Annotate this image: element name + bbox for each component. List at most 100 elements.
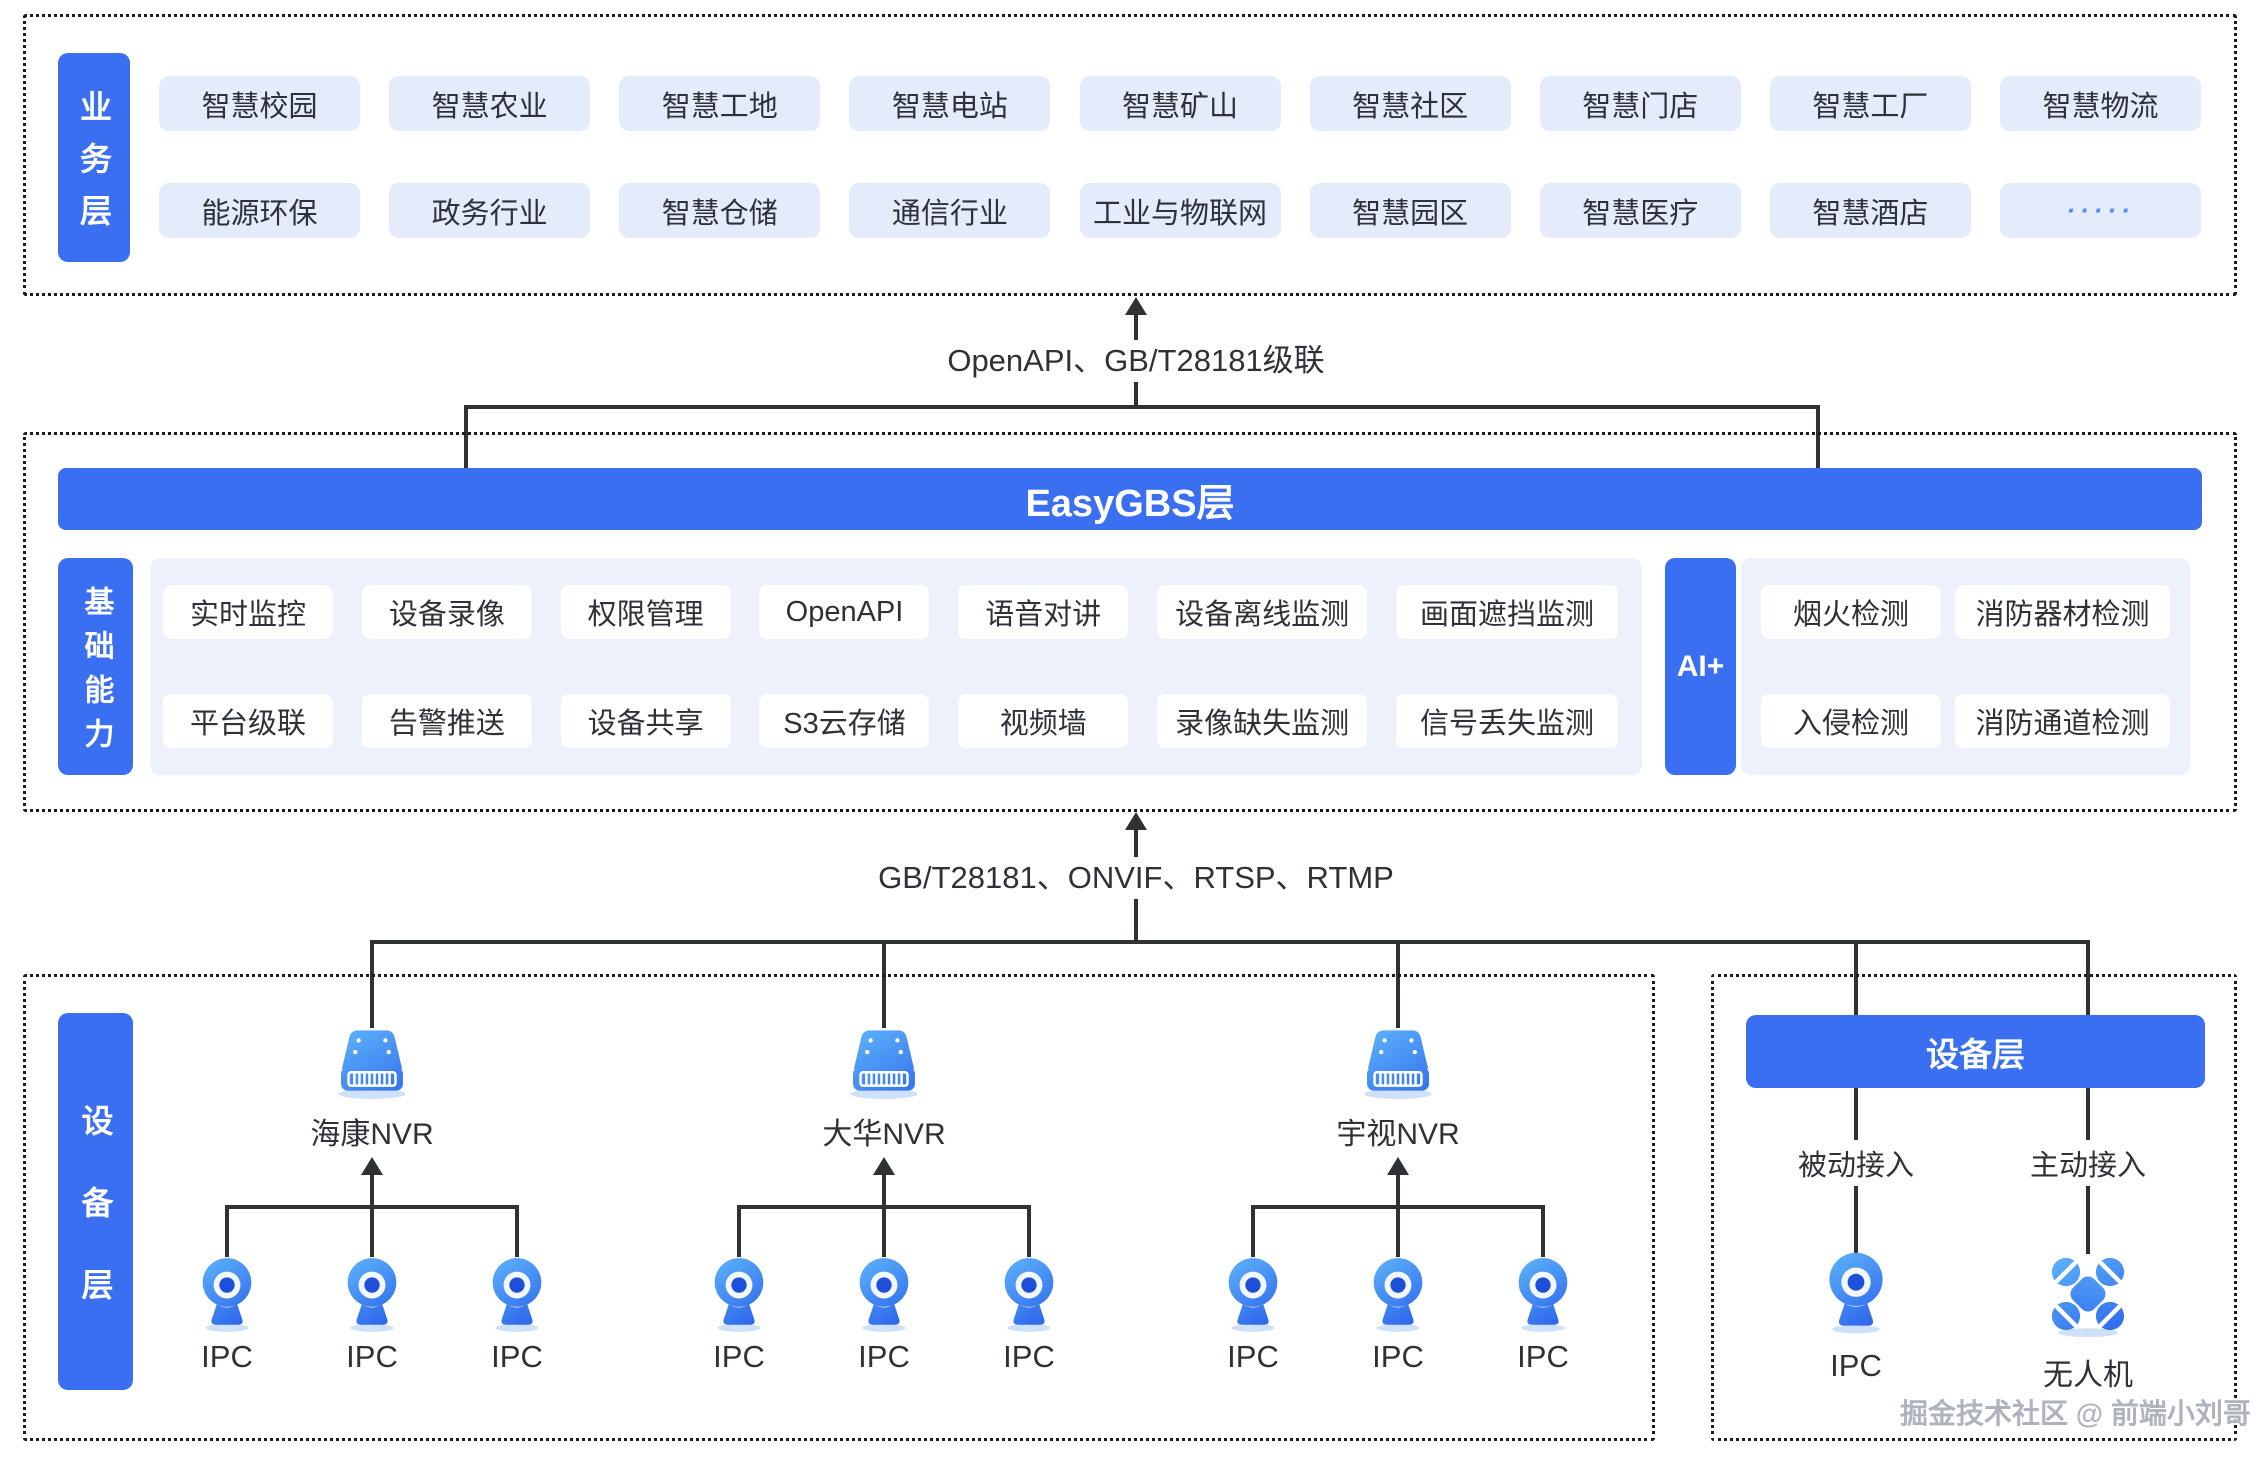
up-arrow-icon <box>1125 812 1147 830</box>
device-layer-right-banner: 设备层 <box>1746 1015 2205 1088</box>
nvr-name: 大华NVR <box>822 1118 946 1151</box>
business-chip: 智慧工厂 <box>1769 76 1971 131</box>
stub-active <box>2086 940 2090 1016</box>
device-layer-label: 设备层 <box>58 1013 133 1390</box>
nvr-bracket-right <box>1027 1205 1031 1257</box>
nvr-name: 海康NVR <box>310 1118 434 1151</box>
business-chip: 智慧社区 <box>1309 76 1511 131</box>
business-layer-label: 业务层 <box>58 53 130 262</box>
device-layer-right-box <box>1711 974 2237 1441</box>
device-layer-label-text: 设备层 <box>77 1103 114 1350</box>
stub-nvr-3 <box>1396 940 1400 1028</box>
business-chip: 工业与物联网 <box>1079 183 1281 238</box>
base-capability-row-2: 平台级联 告警推送 设备共享 S3云存储 视频墙 录像缺失监测 信号丢失监测 <box>163 694 1618 748</box>
business-chip: 智慧矿山 <box>1079 76 1281 131</box>
ai-capability-card: 烟火检测 <box>1761 585 1941 639</box>
business-chip: 智慧农业 <box>389 76 591 131</box>
passive-access-label: 被动接入 <box>1797 1150 1914 1182</box>
ipc-label: IPC <box>346 1339 398 1374</box>
nvr-bracket-left <box>1251 1205 1255 1257</box>
business-row-2: 能源环保 政务行业 智慧仓储 通信行业 工业与物联网 智慧园区 智慧医疗 智慧酒… <box>159 183 2201 238</box>
capability-card: 信号丢失监测 <box>1395 694 1618 748</box>
nvr-group-uniview: 宇视NVR IPC IPC IPC <box>1221 1027 1575 1397</box>
nvr-bracket-stem <box>1396 1173 1400 1207</box>
active-line-upper <box>2086 1088 2090 1140</box>
capability-card: 画面遮挡监测 <box>1395 585 1618 639</box>
drone-label: 无人机 <box>2043 1359 2133 1392</box>
capability-card: 设备离线监测 <box>1157 585 1368 639</box>
business-chip: 能源环保 <box>159 183 360 238</box>
stub-nvr-2 <box>882 940 886 1028</box>
base-capability-row-1: 实时监控 设备录像 权限管理 OpenAPI 语音对讲 设备离线监测 画面遮挡监… <box>163 585 1618 639</box>
ipc-camera-icon <box>1228 1258 1278 1332</box>
ipc-camera-icon <box>347 1258 397 1332</box>
connector-top-hline <box>464 405 1820 409</box>
ipc-camera-icon <box>1829 1252 1883 1334</box>
business-chip: 智慧物流 <box>2000 76 2201 131</box>
capability-card: 平台级联 <box>163 694 333 748</box>
base-capability-label-text: 基础能力 <box>79 585 113 762</box>
ipc-label: IPC <box>1003 1339 1055 1374</box>
drone-icon <box>2051 1257 2125 1338</box>
watermark: 掘金技术社区 @ 前端小刘哥 <box>1900 1398 2251 1429</box>
ai-capability-card: 入侵检测 <box>1761 694 1941 748</box>
ipc-label: IPC <box>491 1339 543 1374</box>
nvr-group-hikvision: 海康NVR IPC IPC IPC <box>195 1027 549 1397</box>
ai-capability-row-2: 入侵检测 消防通道检测 <box>1761 694 2170 748</box>
capability-card: 权限管理 <box>560 585 731 639</box>
ai-capability-card: 消防通道检测 <box>1955 694 2170 748</box>
business-chip: 智慧校园 <box>159 76 360 131</box>
nvr-bracket-left <box>225 1205 229 1257</box>
passive-line-upper <box>1854 1088 1858 1140</box>
business-row-1: 智慧校园 智慧农业 智慧工地 智慧电站 智慧矿山 智慧社区 智慧门店 智慧工厂 … <box>159 76 2201 131</box>
business-chip-more-dots: ····· <box>2000 183 2201 238</box>
business-chip: 智慧酒店 <box>1769 183 1971 238</box>
stub-nvr-1 <box>370 940 374 1028</box>
nvr-icon <box>1364 1030 1432 1099</box>
nvr-bracket-left <box>737 1205 741 1257</box>
ipc-camera-icon <box>1518 1258 1568 1332</box>
gbs-layer-box <box>23 432 2237 812</box>
capability-card: 设备共享 <box>560 694 731 748</box>
nvr-bracket-right <box>1541 1205 1545 1257</box>
business-chip: 智慧医疗 <box>1539 183 1741 238</box>
bottom-protocol-label: GB/T28181、ONVIF、RTSP、RTMP <box>860 857 1412 899</box>
ipc-label: IPC <box>1372 1339 1424 1374</box>
capability-card: 视频墙 <box>958 694 1129 748</box>
connector-top-right-stub <box>1816 405 1820 470</box>
ai-plus-label: AI+ <box>1665 558 1736 775</box>
up-arrow-icon <box>1125 297 1147 315</box>
up-arrow-icon <box>1387 1157 1409 1175</box>
active-access-label: 主动接入 <box>2029 1150 2146 1182</box>
ipc-label: IPC <box>201 1339 253 1374</box>
stub-passive <box>1854 940 1858 1016</box>
ipc-camera-icon <box>1004 1258 1054 1332</box>
ai-capability-row-1: 烟火检测 消防器材检测 <box>1761 585 2170 639</box>
business-layer-label-text: 业务层 <box>76 89 112 246</box>
business-chip: 智慧园区 <box>1309 183 1511 238</box>
ipc-label: IPC <box>1830 1348 1882 1383</box>
top-protocol-label: OpenAPI、GB/T28181级联 <box>929 340 1343 382</box>
active-line-lower <box>2086 1186 2090 1254</box>
nvr-bracket-stem <box>370 1173 374 1207</box>
ipc-camera-icon <box>202 1258 252 1332</box>
business-layer-box <box>23 14 2237 296</box>
nvr-bracket-right <box>515 1205 519 1257</box>
ai-capability-card: 消防器材检测 <box>1955 585 2170 639</box>
up-arrow-icon <box>361 1157 383 1175</box>
nvr-group-dahua: 大华NVR IPC IPC IPC <box>707 1027 1061 1397</box>
business-chip: 通信行业 <box>849 183 1051 238</box>
connector-top-left-stub <box>464 405 468 470</box>
up-arrow-icon <box>873 1157 895 1175</box>
capability-card: 录像缺失监测 <box>1157 694 1368 748</box>
gbs-layer-title-banner: EasyGBS层 <box>58 468 2202 530</box>
capability-card: 实时监控 <box>163 585 333 639</box>
nvr-icon <box>850 1030 918 1099</box>
base-capability-label: 基础能力 <box>58 558 133 775</box>
capability-card: 设备录像 <box>361 585 532 639</box>
business-chip: 智慧电站 <box>849 76 1051 131</box>
capability-card: 语音对讲 <box>958 585 1129 639</box>
capability-card: OpenAPI <box>759 585 930 639</box>
ipc-label: IPC <box>1517 1339 1569 1374</box>
